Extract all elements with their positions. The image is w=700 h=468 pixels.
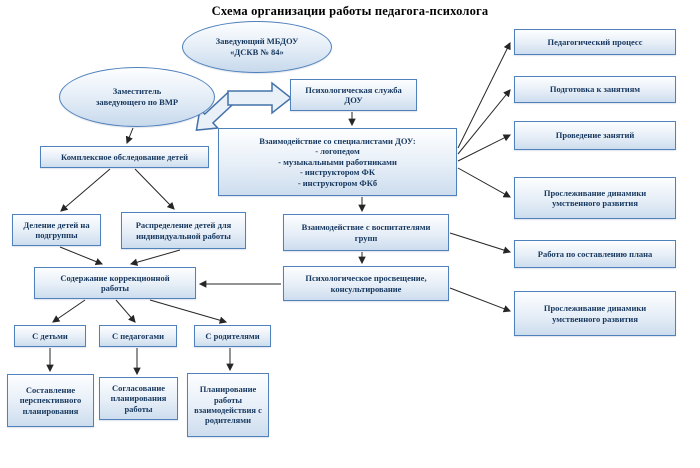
connector-exam-to-distribution <box>134 168 175 210</box>
box-with-teachers: С педагогами <box>99 325 177 347</box>
block-arrow-head-to-deputy <box>195 90 239 131</box>
box-educators-interaction: Взаимодействие с воспитателями групп <box>283 214 449 251</box>
connector-specialists-to-dynamics1 <box>457 167 511 198</box>
box-individual-distribution: Распределение детей для индивидуальной р… <box>121 212 246 249</box>
box-mental-dynamics-1: Прослеживание динамики умственного разви… <box>514 177 676 219</box>
box-conducting-lessons: Проведение занятий <box>514 121 676 150</box>
connector-exam-to-division <box>60 168 111 212</box>
box-pedagogical-process: Педагогический процесс <box>514 29 676 55</box>
box-specialists-interaction: Взаимодействие со специалистами ДОУ: - л… <box>218 128 457 196</box>
connector-specialists-to-preparation <box>457 89 511 155</box>
box-with-parents: С родителями <box>194 325 271 347</box>
box-complex-examination: Комплексное обследование детей <box>40 146 209 168</box>
box-lesson-preparation: Подготовка к занятиям <box>514 76 676 103</box>
box-planning-agreement: Согласование планирования работы <box>99 377 178 420</box>
connector-correction-to-teachers <box>115 299 136 323</box>
connector-education-to-dynamics2 <box>449 287 512 313</box>
box-with-children: С детьми <box>14 325 86 347</box>
ellipse-deputy-vmr: Заместитель заведующего по ВМР <box>59 67 215 127</box>
connector-correction-to-parents <box>149 299 228 324</box>
connector-distribution-to-correction <box>129 249 181 266</box>
connector-deputy-to-complex-exam <box>125 127 134 145</box>
block-arrow-to-psych-service <box>227 81 293 115</box>
thin-connectors <box>46 41 512 376</box>
box-perspective-planning: Составление перспективного планирования <box>7 374 94 427</box>
block-arrows <box>195 81 293 131</box>
box-parents-work-planning: Планирование работы взаимодействия с род… <box>187 373 269 437</box>
box-correction-content: Содержание коррекционной работы <box>34 267 196 299</box>
connector-specialists-to-lessons <box>457 134 512 162</box>
connector-educators-to-planwork <box>449 232 512 254</box>
ellipse-head-of-mbdou: Заведующий МБДОУ «ДСКВ № 84» <box>182 21 332 73</box>
connector-specialists-to-pedprocess <box>457 41 511 149</box>
box-psych-service: Психологическая служба ДОУ <box>290 79 417 111</box>
box-plan-composition: Работа по составлению плана <box>514 240 676 268</box>
box-division-subgroups: Деление детей на подгруппы <box>12 214 101 246</box>
diagram-title: Схема организации работы педагога-психол… <box>211 4 489 18</box>
box-mental-dynamics-2: Прослеживание динамики умственного разви… <box>514 291 676 336</box>
connector-division-to-correction <box>59 246 104 266</box>
connector-correction-to-children <box>52 299 86 323</box>
box-psych-education: Психологическое просвещение, консультиро… <box>283 266 449 301</box>
